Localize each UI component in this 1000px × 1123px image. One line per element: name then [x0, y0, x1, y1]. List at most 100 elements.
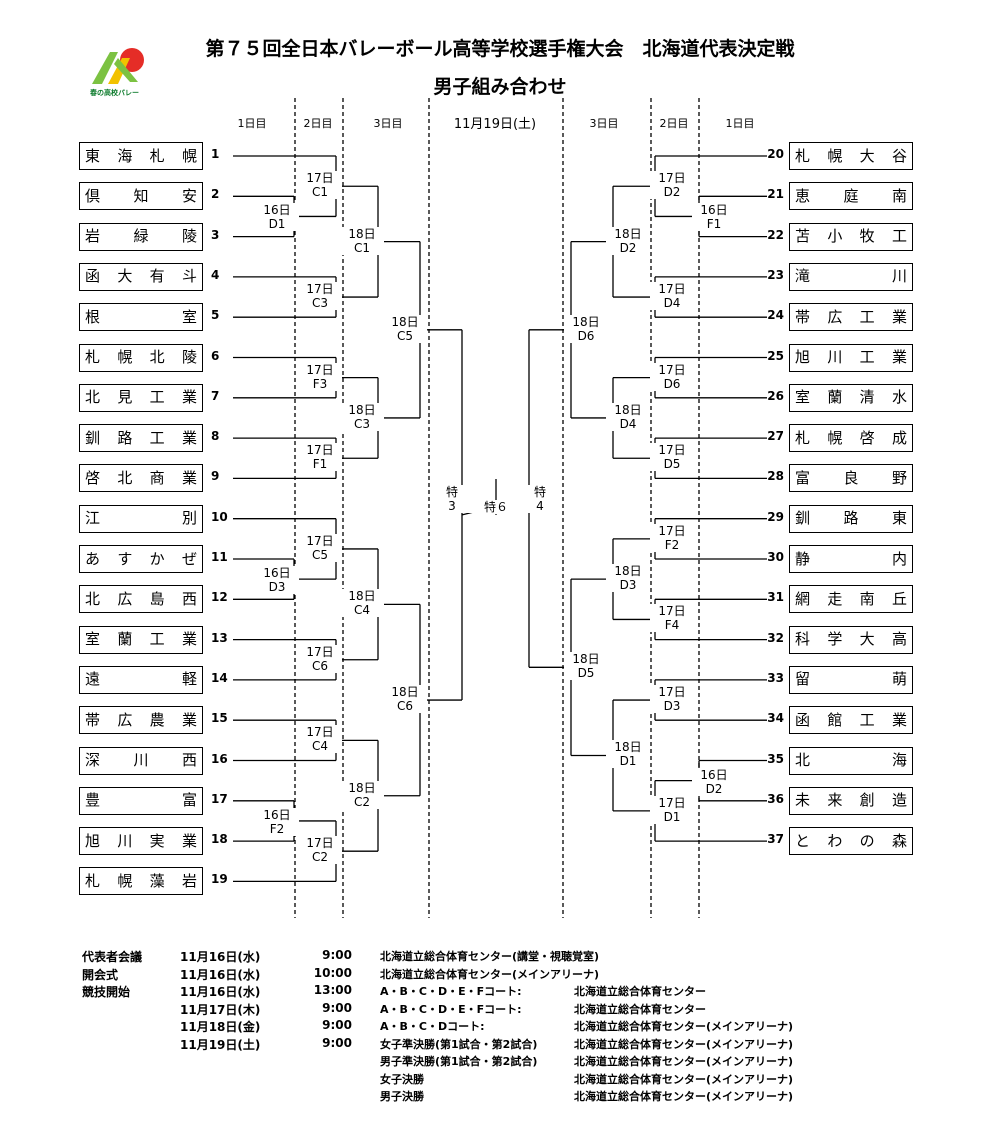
- team-name-char: 根: [85, 307, 101, 326]
- team-name-char: 幌: [827, 146, 843, 165]
- team-box: 北海: [789, 746, 913, 775]
- team-box: 帯広農業: [79, 706, 203, 735]
- seed-number: 18: [211, 832, 228, 847]
- team-name-char: 川: [827, 348, 843, 366]
- header-left-day3: 3日目: [373, 117, 403, 130]
- team-box: 未来創造: [789, 786, 913, 815]
- team-name-char: 函: [85, 267, 101, 286]
- team-name-char: 未: [795, 791, 811, 810]
- team-name-char: 森: [891, 831, 907, 850]
- logo-caption: 春の高校バレー: [90, 89, 139, 97]
- team-box: 室蘭清水: [789, 383, 913, 412]
- match-label-line: 17日: [658, 282, 686, 297]
- team-name-char: 深: [85, 751, 101, 769]
- team-name-char: 安: [181, 186, 197, 205]
- seed-number: 30: [767, 550, 784, 564]
- team-name-char: 川: [117, 831, 133, 850]
- team-name-char: 北: [795, 751, 811, 769]
- team-name-char: 創: [859, 791, 875, 810]
- schedule-date: 11月16日(水): [180, 950, 261, 964]
- schedule-venue: 北海道立総合体育センター(メインアリーナ): [574, 1020, 794, 1033]
- team-name-char: 学: [827, 630, 843, 649]
- team-name-char: 海: [891, 751, 907, 769]
- schedule-venue: 北海道立総合体育センター(メインアリーナ): [574, 1090, 794, 1103]
- match-label-line: F1: [312, 457, 328, 472]
- team-box: 静内: [789, 545, 913, 573]
- team-name-char: 江: [85, 509, 101, 528]
- match-label-line: 17日: [306, 836, 334, 851]
- seed-number: 15: [211, 711, 228, 726]
- match-label-line: F2: [269, 821, 285, 836]
- schedule-date: 11月16日(水): [180, 985, 261, 999]
- match-label-line: 18日: [614, 740, 642, 755]
- match-label-line: 16日: [263, 807, 291, 822]
- team-name-char: 知: [133, 186, 149, 205]
- seed-number: 36: [767, 791, 784, 806]
- team-box: あすかぜ: [79, 545, 203, 573]
- match-label-line: 17日: [658, 604, 686, 619]
- team-name-char: 見: [117, 388, 133, 407]
- match-label-line: 18日: [614, 402, 642, 417]
- team-box: 旭川工業: [789, 343, 913, 372]
- match-label-line: D3: [663, 699, 681, 714]
- team-box: 札幌藻岩: [79, 867, 203, 896]
- match-label-line: D3: [619, 578, 637, 593]
- match-label-line: C3: [353, 416, 370, 431]
- team-name-char: 北: [117, 468, 133, 487]
- match-label-line: 16日: [700, 767, 728, 782]
- match-label-line: 17日: [306, 725, 334, 740]
- team-name-char: 工: [149, 630, 165, 649]
- match-label-line: 特: [445, 485, 458, 499]
- team-name-char: 帯: [795, 307, 811, 326]
- team-name-char: 業: [181, 831, 197, 850]
- team-name-char: 斗: [181, 267, 197, 286]
- schedule-info: 北海道立総合体育センター(講堂・視聴覚室): [380, 950, 600, 963]
- seed-number: 17: [211, 791, 228, 806]
- team-name-char: 北: [85, 388, 101, 407]
- match-label-line: 18日: [391, 685, 419, 700]
- team-name-char: 釧: [795, 509, 811, 528]
- team-box: 滝川: [789, 262, 913, 291]
- team-box: 倶知安: [79, 182, 203, 211]
- team-name-char: 路: [117, 428, 133, 447]
- team-box: 札幌北陵: [79, 343, 203, 372]
- team-box: 岩緑陵: [79, 222, 203, 251]
- schedule-date: 11月16日(水): [180, 967, 261, 982]
- seed-number: 25: [767, 348, 784, 363]
- team-name-char: 啓: [85, 468, 101, 487]
- team-name-char: 函: [795, 710, 811, 729]
- team-name-char: 内: [891, 549, 907, 568]
- team-box: 釧路東: [789, 504, 913, 533]
- seed-number: 35: [767, 751, 784, 766]
- team-name-char: あ: [85, 549, 101, 568]
- team-box: 遠軽: [79, 665, 203, 694]
- match-label-line: 17日: [306, 533, 334, 548]
- team-box: 函館工業: [789, 706, 913, 735]
- seed-number: 32: [767, 630, 784, 645]
- team-name-char: 旭: [795, 348, 811, 366]
- team-name-char: 来: [827, 791, 843, 810]
- header-right-day1: 1日目: [725, 117, 755, 130]
- seed-number: 7: [211, 388, 220, 403]
- schedule-venue: 北海道立総合体育センター: [574, 1002, 706, 1016]
- team-name-char: 工: [149, 428, 165, 447]
- match-label-line: 18日: [348, 780, 376, 795]
- team-name-char: 良: [843, 468, 859, 487]
- team-name-char: 工: [859, 348, 875, 366]
- team-name-char: 陵: [181, 348, 197, 366]
- seed-number: 33: [767, 670, 784, 685]
- tournament-logo-icon: [92, 48, 144, 84]
- team-name-char: 商: [149, 468, 165, 487]
- schedule-venue: 北海道立総合体育センター(メインアリーナ): [574, 1055, 794, 1068]
- team-name-char: 工: [859, 307, 875, 326]
